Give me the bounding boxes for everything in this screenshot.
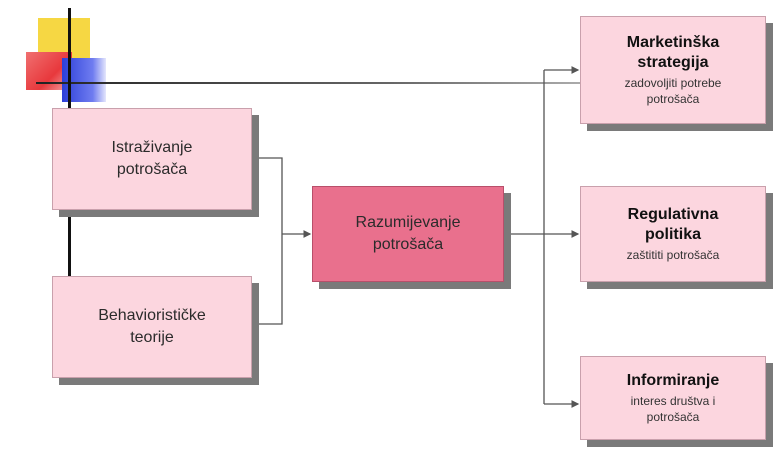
box-marketing-subtitle: zadovoljiti potrebe potrošača — [624, 75, 722, 106]
connector-input-1 — [252, 157, 283, 234]
connector-input-2 — [252, 234, 283, 325]
box-marketinska-strategija: Marketinška strategija zadovoljiti potre… — [580, 16, 766, 124]
box-behavior-label: Behaviorističke teorije — [98, 307, 206, 346]
box-istrazivanje-label: Istraživanje potrošača — [111, 139, 193, 178]
box-behavioristicke-teorije: Behaviorističke teorije — [52, 276, 252, 378]
box-razumijevanje-potrosaca: Razumijevanje potrošača — [312, 186, 504, 282]
box-istrazivanje-potrosaca: Istraživanje potrošača — [52, 108, 252, 210]
box-informiranje-title: Informiranje — [626, 371, 720, 389]
box-informiranje-subtitle: interes društva i potrošača — [630, 393, 716, 424]
box-regulativna-politika: Regulativna politika zaštititi potrošača — [580, 186, 766, 282]
box-regulativna-subtitle: zaštititi potrošača — [626, 247, 720, 262]
box-regulativna-title: Regulativna politika — [627, 205, 719, 243]
box-center-label: Razumijevanje potrošača — [355, 214, 461, 253]
box-informiranje: Informiranje interes društva i potrošača — [580, 356, 766, 440]
decor-horizontal-rule — [36, 82, 626, 84]
box-marketing-title: Marketinška strategija — [626, 33, 720, 71]
